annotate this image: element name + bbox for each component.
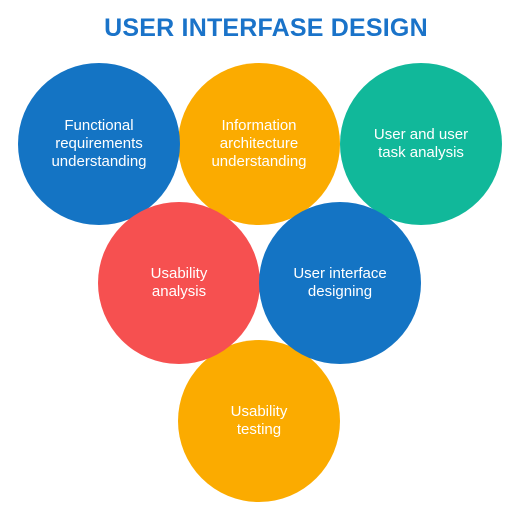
circle-functional-requirements: Functional requirements understanding: [18, 63, 180, 225]
circle-user-interface-designing: User interface designing: [259, 202, 421, 364]
circle-user-task-analysis: User and user task analysis: [340, 63, 502, 225]
circle-usability-analysis: Usability analysis: [98, 202, 260, 364]
circle-information-architecture: Information architecture understanding: [178, 63, 340, 225]
circle-usability-testing: Usability testing: [178, 340, 340, 502]
circle-label: User interface designing: [293, 265, 387, 300]
diagram-title: USER INTERFASE DESIGN: [104, 14, 428, 42]
circle-label: User and user task analysis: [373, 126, 469, 161]
circle-label: Usability testing: [230, 403, 288, 438]
circle-label: Usability analysis: [150, 265, 208, 300]
circle-label: Information architecture understanding: [211, 117, 307, 170]
circle-label: Functional requirements understanding: [51, 117, 147, 170]
